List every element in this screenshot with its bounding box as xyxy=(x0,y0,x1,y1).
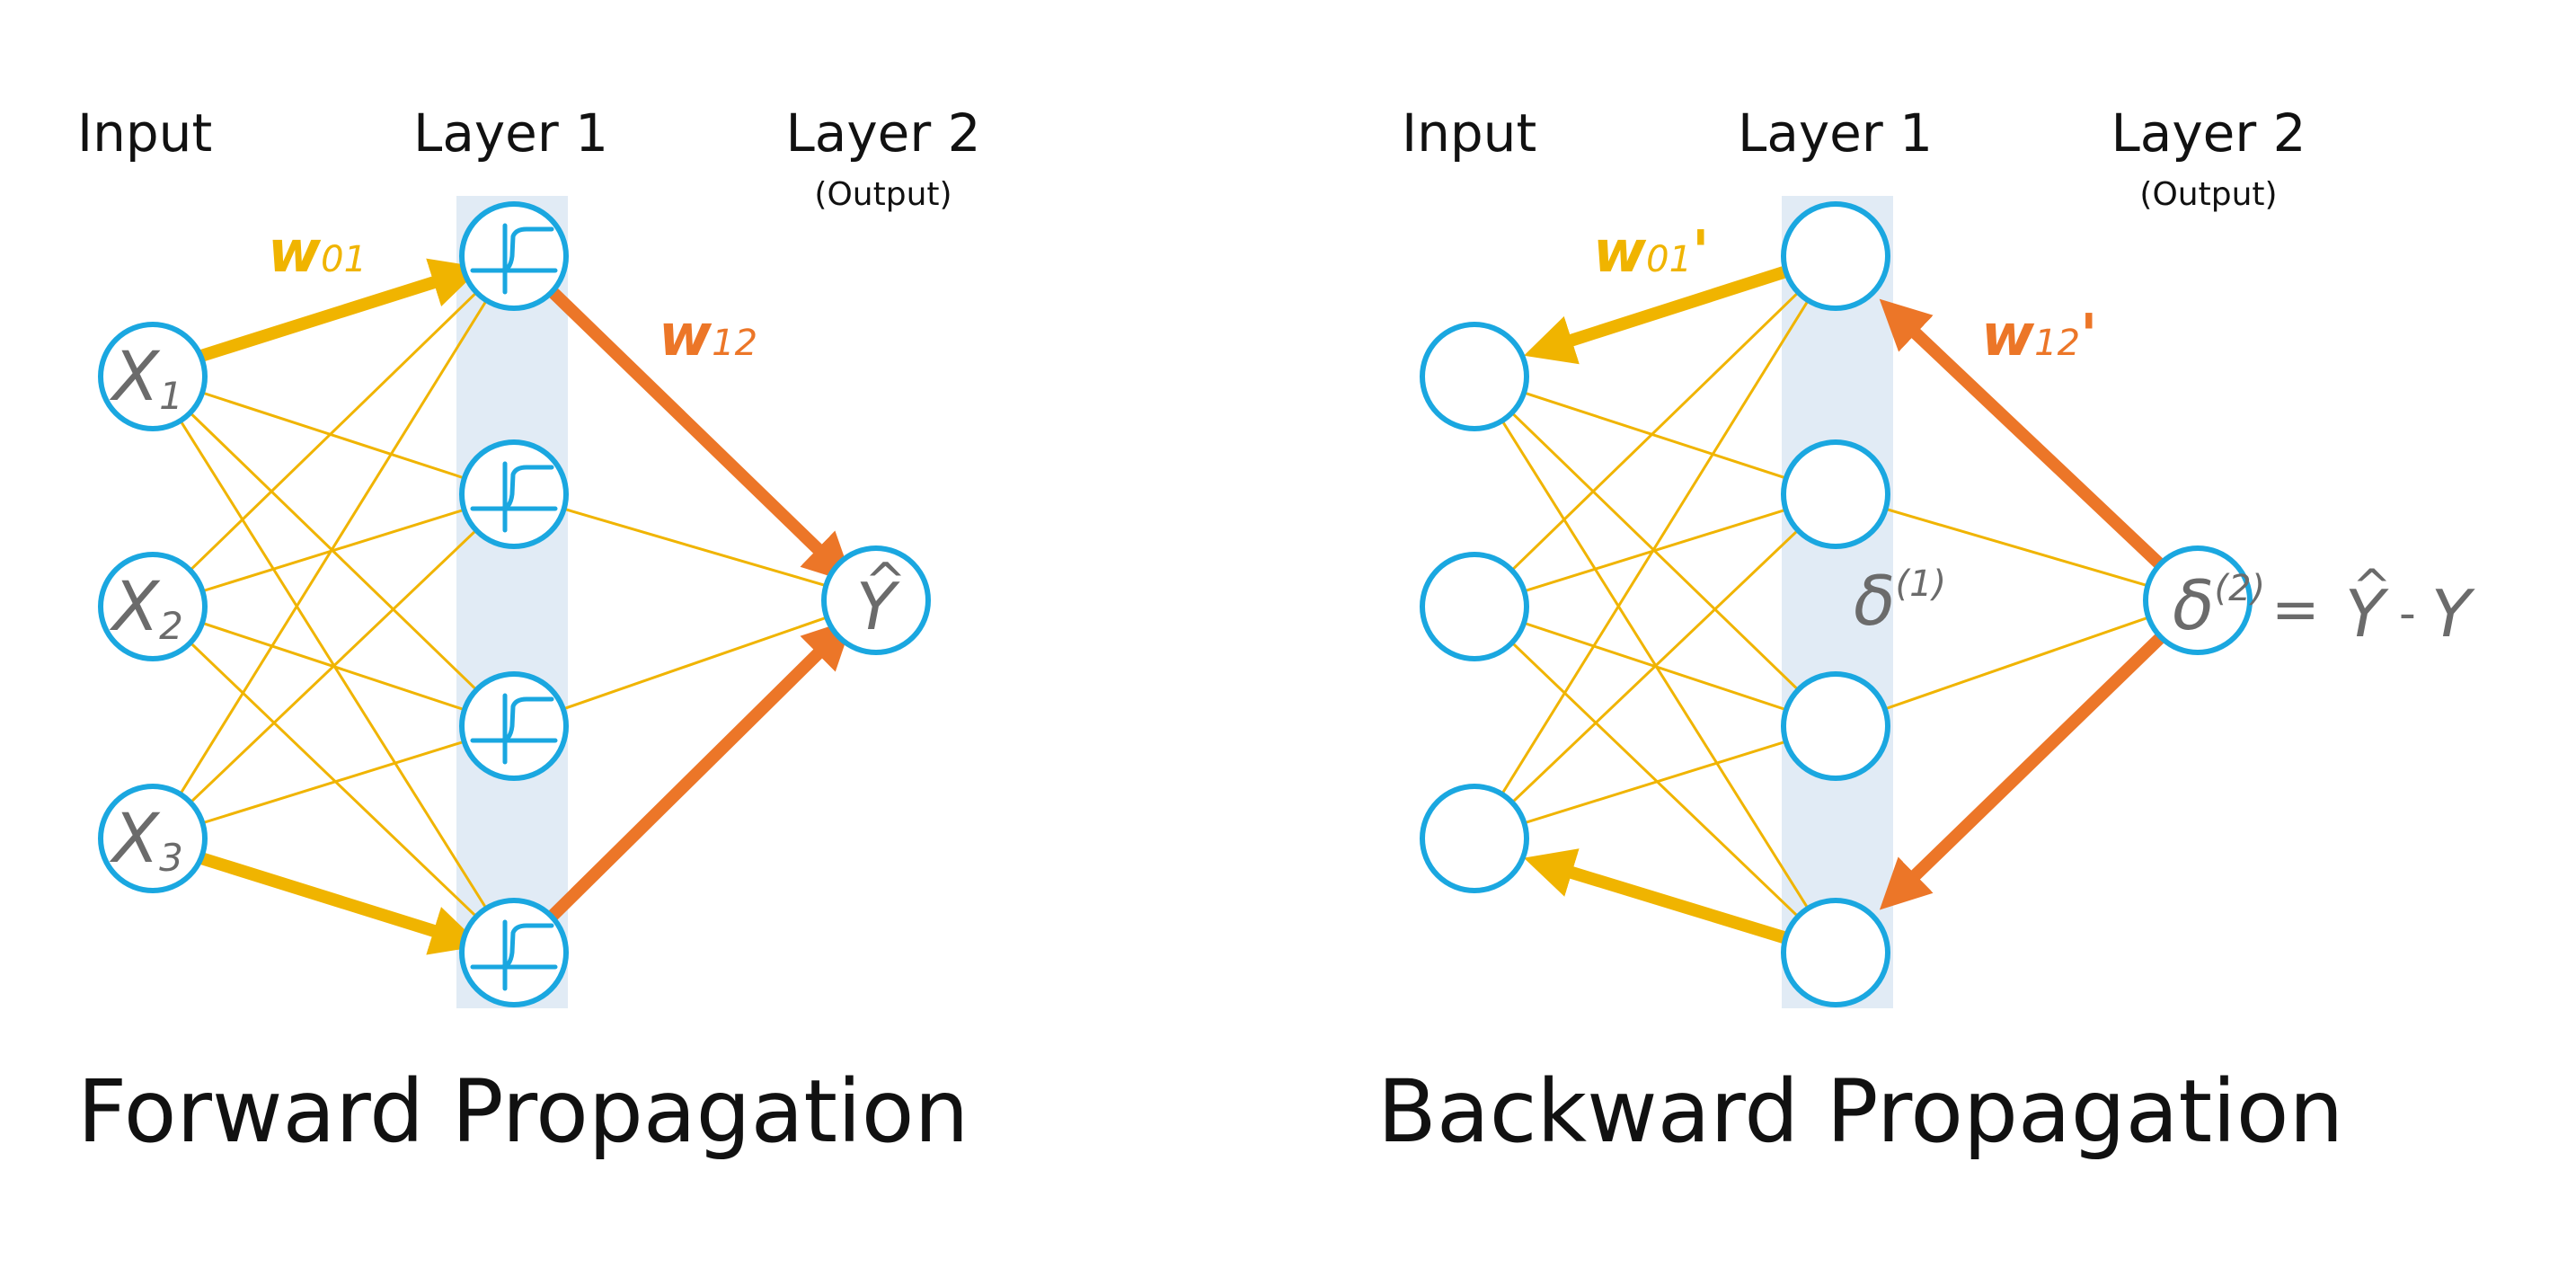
edge xyxy=(1473,492,1837,840)
output-node xyxy=(2143,545,2253,655)
w12-arrow-bottom xyxy=(547,618,854,921)
w12-arrow-top xyxy=(545,284,854,584)
edge xyxy=(1474,724,1837,840)
output-node xyxy=(821,545,931,655)
backward-nodes xyxy=(1420,201,2253,1007)
equation-equals: = xyxy=(2271,577,2320,643)
forward-activation-icons xyxy=(470,223,558,991)
forward-panel: X1 X2 X3 ^ Y w01 w12 Input Layer 1 Layer… xyxy=(77,102,981,1162)
forward-weight-arrows xyxy=(199,258,854,955)
input-node-3 xyxy=(1420,784,1529,893)
w12-prime-arrow-top xyxy=(1879,298,2164,570)
backward-panel: w01' w12' δ(1) δ(2) = ^ Y - Y Input Laye… xyxy=(1377,102,2475,1162)
backward-w12-label: w12' xyxy=(1981,303,2098,369)
w12-prime-arrow-bottom xyxy=(1879,633,2164,910)
forward-output-symbol: ^ Y xyxy=(856,553,907,644)
backward-layer1-band xyxy=(1782,196,1893,1008)
input-node-x2 xyxy=(98,552,208,661)
w01-prime-arrow-bottom xyxy=(1523,848,1786,944)
equation-y-hat: Y xyxy=(2345,576,2389,652)
backward-layer1-label: Layer 1 xyxy=(1738,102,1933,164)
w01-arrow-bottom xyxy=(199,852,482,955)
edge xyxy=(1835,492,2199,602)
input-symbol-x1: X1 xyxy=(109,336,183,418)
edge xyxy=(151,255,516,839)
edge xyxy=(151,254,516,608)
input-symbol-x2: X2 xyxy=(109,566,183,648)
edge xyxy=(151,492,516,840)
forward-input-label: Input xyxy=(77,102,212,164)
input-node-x3 xyxy=(98,784,208,893)
edge xyxy=(1473,254,1837,608)
backward-title: Backward Propagation xyxy=(1377,1061,2343,1162)
w01-arrow-top xyxy=(199,258,482,362)
equation-y: Y xyxy=(2431,576,2475,652)
forward-layer1-label: Layer 1 xyxy=(413,102,608,164)
hidden-node-3 xyxy=(1781,671,1890,781)
equation-hat: ^ xyxy=(2352,560,2392,614)
forward-input-symbols: X1 X2 X3 xyxy=(109,336,183,880)
input-node-x1 xyxy=(98,322,208,431)
edge xyxy=(1474,492,1837,608)
input-symbol-x3: X3 xyxy=(109,798,183,880)
backward-layer2-label: Layer 2 xyxy=(2111,102,2306,164)
equation-minus: - xyxy=(2399,587,2416,641)
edge xyxy=(152,724,515,840)
forward-w12-label: w12 xyxy=(659,303,757,369)
edge xyxy=(152,492,515,608)
backward-w01-label: w01' xyxy=(1593,219,1710,286)
forward-layer2-label: Layer 2 xyxy=(785,102,980,164)
output-hat: ^ xyxy=(864,553,907,611)
forward-layer1-band xyxy=(456,196,568,1008)
delta2-label: δ(2) xyxy=(2173,565,2265,645)
forward-layer2-sublabel: (Output) xyxy=(814,176,952,213)
hidden-node-2 xyxy=(1781,439,1890,549)
output-y-hat: Y xyxy=(856,569,900,644)
hidden-node-1 xyxy=(1781,201,1890,311)
backward-thin-edges xyxy=(1473,254,2199,954)
activation-step-icon xyxy=(470,223,558,295)
input-node-1 xyxy=(1420,322,1529,431)
backward-input-label: Input xyxy=(1402,102,1536,164)
edge xyxy=(1473,255,1837,839)
edge xyxy=(1474,375,1837,496)
forward-w01-label: w01 xyxy=(268,219,367,286)
w01-prime-arrow-top xyxy=(1524,266,1786,365)
error-equation: = ^ Y - Y xyxy=(2271,560,2475,652)
delta1-label: δ(1) xyxy=(1854,561,1946,641)
edge xyxy=(1835,599,2199,728)
forward-title: Forward Propagation xyxy=(77,1061,969,1162)
backward-weight-arrows xyxy=(1523,266,2164,944)
input-node-2 xyxy=(1420,552,1529,661)
hidden-node-4 xyxy=(1781,898,1890,1007)
edge xyxy=(1473,605,1837,954)
edge xyxy=(151,605,516,954)
activation-step-icon xyxy=(470,461,558,533)
backward-layer2-sublabel: (Output) xyxy=(2139,176,2277,213)
edge xyxy=(152,375,515,496)
activation-step-icon xyxy=(470,693,558,765)
activation-step-icon xyxy=(470,919,558,991)
edge xyxy=(513,599,877,728)
